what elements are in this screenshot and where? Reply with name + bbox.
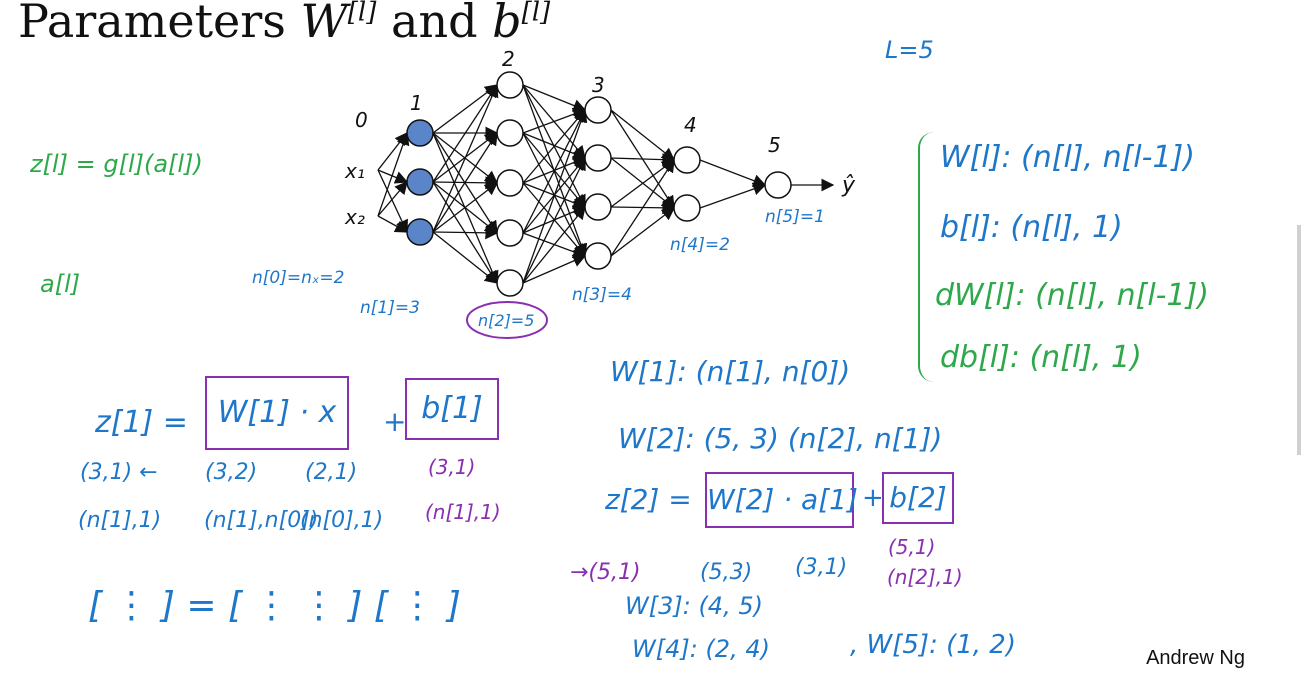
output-label: ŷ bbox=[841, 173, 856, 198]
edge-l0-2-0 bbox=[432, 83, 499, 233]
scrollbar-edge bbox=[1297, 225, 1301, 455]
eq2-shape-3: (3,1) bbox=[795, 555, 848, 580]
neuron-layer-3-3 bbox=[584, 242, 612, 270]
neuron-layer-3-2 bbox=[584, 193, 612, 221]
slide-title: Parameters W[l] and b[l] bbox=[18, 0, 551, 48]
edge-l1-4-0 bbox=[522, 108, 588, 284]
edge-l2-3-1 bbox=[610, 207, 676, 257]
neuron-layer-5-0 bbox=[764, 171, 792, 199]
neuron-layer-4-0 bbox=[673, 146, 701, 174]
edge-input-1-2 bbox=[377, 215, 409, 233]
activation-note: z[l] = g[l](a[l]) bbox=[30, 150, 203, 178]
eq2-term1: W[2] · a[1] bbox=[705, 472, 858, 528]
edge-l1-4-1 bbox=[522, 156, 586, 284]
author-credit: Andrew Ng bbox=[1146, 647, 1245, 669]
neuron-layer-1-0 bbox=[406, 119, 434, 147]
edge-l2-3-0 bbox=[610, 158, 675, 257]
eq2-w2: W[2]: (5, 3) (n[2], n[1]) bbox=[618, 422, 943, 455]
n2-highlight bbox=[466, 301, 548, 339]
eq1-shape-3: (2,1) bbox=[305, 460, 358, 485]
neuron-layer-3-0 bbox=[584, 96, 612, 124]
edge-l1-3-0 bbox=[522, 108, 586, 234]
eq1-dim-4: (n[1],1) bbox=[425, 500, 501, 524]
edge-input-1-1 bbox=[377, 181, 408, 217]
edge-l0-1-0 bbox=[432, 83, 498, 183]
eq1-dim-2: (n[1],n[0]) bbox=[204, 508, 319, 533]
note-n5: n[5]=1 bbox=[765, 207, 825, 227]
eq2-plus: + bbox=[862, 483, 884, 513]
dim-db: db[l]: (n[l], 1) bbox=[940, 340, 1142, 375]
dim-dw: dW[l]: (n[l], n[l-1]) bbox=[935, 278, 1209, 313]
eq2-shape-1: →(5,1) bbox=[570, 560, 641, 585]
neuron-layer-1-1 bbox=[406, 168, 434, 196]
edge-l0-2-2 bbox=[432, 182, 499, 233]
eq2-shape-4: (5,1) bbox=[888, 535, 936, 559]
neuron-layer-2-0 bbox=[496, 71, 524, 99]
edge-l0-2-3 bbox=[432, 226, 499, 240]
edge-l1-0-0 bbox=[522, 84, 587, 112]
eq2-shape-2: (5,3) bbox=[700, 560, 753, 585]
eq1-matrix-shapes: [ ⋮ ] = [ ⋮ ⋮ ] [ ⋮ ] bbox=[88, 585, 461, 626]
neuron-layer-2-3 bbox=[496, 219, 524, 247]
layer-label-5: 5 bbox=[768, 133, 781, 157]
eq1-dim-1: (n[1],1) bbox=[78, 508, 162, 533]
neuron-layer-2-2 bbox=[496, 169, 524, 197]
eq1-dim-3: (n[0],1) bbox=[300, 508, 384, 533]
note-n4: n[4]=2 bbox=[670, 235, 730, 255]
layer-label-2: 2 bbox=[502, 47, 515, 71]
neuron-layer-4-1 bbox=[673, 194, 701, 222]
neuron-layer-2-1 bbox=[496, 119, 524, 147]
eq1-lhs: z[1] = bbox=[95, 405, 188, 440]
edge-l2-0-0 bbox=[610, 109, 676, 161]
note-n0: n[0]=nₓ=2 bbox=[252, 268, 344, 288]
edge-l1-4-2 bbox=[522, 205, 586, 284]
eq1-shape-4: (3,1) bbox=[428, 455, 476, 479]
layer-label-3: 3 bbox=[592, 73, 605, 97]
layer-label-4: 4 bbox=[684, 113, 697, 137]
edge-l3-1-0 bbox=[699, 182, 767, 209]
input-label-x2: x₂ bbox=[344, 205, 365, 229]
eq1-term1: W[1] · x bbox=[205, 376, 349, 450]
input-label-x1: x₁ bbox=[344, 159, 365, 183]
dim-b: b[l]: (n[l], 1) bbox=[940, 210, 1123, 245]
edge-l0-2-4 bbox=[432, 231, 499, 284]
eq2-w5: , W[5]: (1, 2) bbox=[850, 630, 1016, 660]
eq2-w3: W[3]: (4, 5) bbox=[625, 592, 763, 620]
total-layers-note: L=5 bbox=[885, 36, 934, 64]
activation-output-note: a[l] bbox=[40, 270, 81, 298]
layer-label-0: 0 bbox=[355, 108, 368, 132]
eq1-term2: b[1] bbox=[405, 378, 499, 440]
edge-l0-0-0 bbox=[432, 84, 499, 134]
dimension-summary bbox=[918, 132, 1250, 382]
edge-l1-4-3 bbox=[522, 254, 587, 284]
neuron-layer-3-1 bbox=[584, 144, 612, 172]
dim-w: W[l]: (n[l], n[l-1]) bbox=[940, 140, 1195, 175]
eq2-lhs: z[2] = bbox=[605, 483, 692, 516]
edge-l0-2-1 bbox=[432, 131, 498, 233]
neuron-layer-2-4 bbox=[496, 269, 524, 297]
layer-label-1: 1 bbox=[410, 91, 423, 115]
edge-input-1-0 bbox=[377, 131, 410, 217]
edge-input-0-2 bbox=[377, 169, 408, 234]
note-n1: n[1]=3 bbox=[360, 298, 420, 318]
edge-l3-0-0 bbox=[699, 159, 767, 187]
note-n3: n[3]=4 bbox=[572, 285, 632, 305]
eq2-extra: (n[2],1) bbox=[887, 565, 963, 589]
eq2-term2: b[2] bbox=[882, 472, 954, 524]
eq1-shape-2: (3,2) bbox=[205, 460, 258, 485]
eq2-w4: W[4]: (2, 4) bbox=[632, 635, 770, 663]
neuron-layer-1-2 bbox=[406, 218, 434, 246]
note-n2: n[2]=5 bbox=[478, 311, 534, 330]
eq1-plus: + bbox=[383, 405, 407, 438]
edge-input-0-0 bbox=[377, 131, 408, 171]
eq1-shape-1: (3,1) ← bbox=[80, 460, 158, 485]
eq2-w1: W[1]: (n[1], n[0]) bbox=[610, 355, 851, 388]
